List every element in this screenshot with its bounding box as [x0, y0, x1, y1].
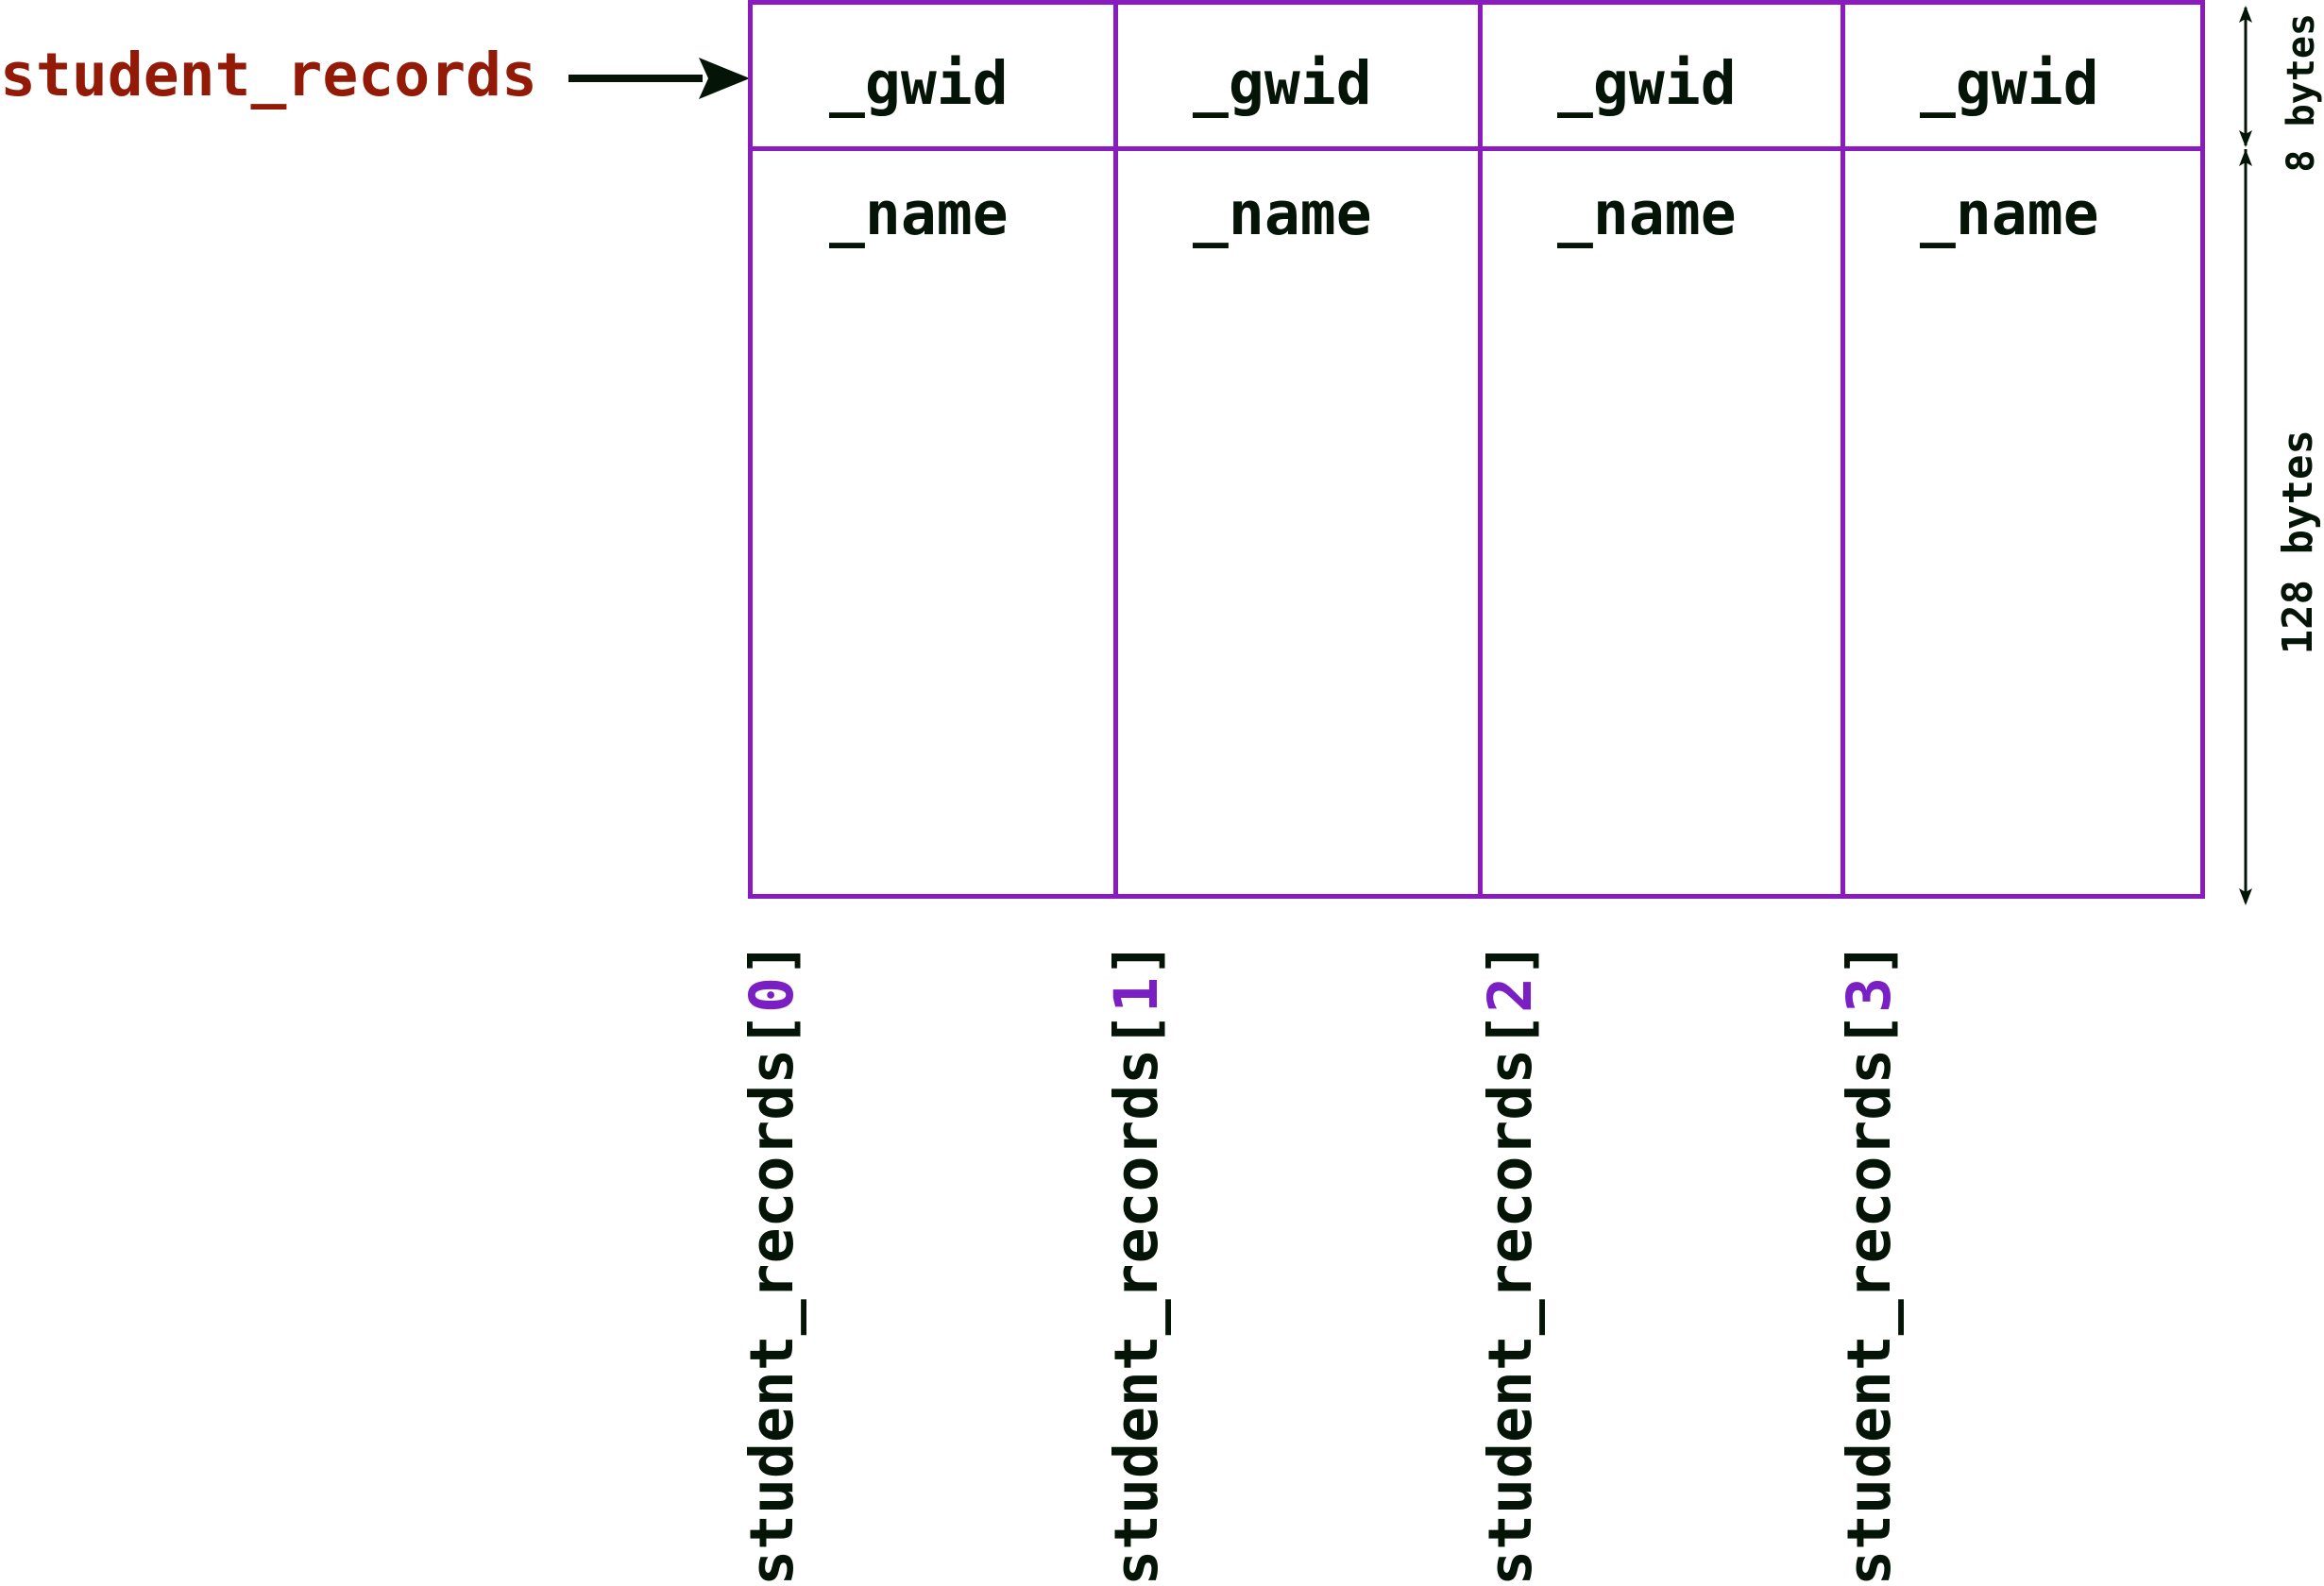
name-field: _name	[1920, 179, 2099, 248]
gwid-size-label: 8 bytes	[2280, 13, 2323, 173]
label-suffix: ]	[738, 941, 806, 977]
row-divider	[753, 146, 2200, 151]
label-index: 2	[1476, 976, 1545, 1013]
element-label-1: student_records[1]	[1102, 941, 1171, 1586]
label-suffix: ]	[1835, 941, 1904, 977]
label-prefix: student_records[	[1102, 1012, 1171, 1586]
gwid-field: _gwid	[829, 49, 1009, 118]
element-label-3: student_records[3]	[1835, 941, 1904, 1586]
struct-array-grid: _gwid _name _gwid _name _gwid _name _gwi…	[748, 0, 2205, 899]
column-divider	[1478, 5, 1483, 894]
label-index: 1	[1102, 976, 1171, 1013]
element-label-0: student_records[0]	[738, 941, 806, 1586]
gwid-field: _gwid	[1193, 49, 1372, 118]
name-size-label: 128 bytes	[2274, 430, 2322, 655]
pointer-arrow	[568, 58, 750, 99]
name-dimension-arrow	[2239, 149, 2252, 905]
pointer-label: student_records	[0, 41, 537, 110]
element-label-2: student_records[2]	[1476, 941, 1545, 1586]
name-field: _name	[829, 179, 1009, 248]
label-prefix: student_records[	[1835, 1012, 1904, 1586]
label-suffix: ]	[1476, 941, 1545, 977]
label-prefix: student_records[	[738, 1012, 806, 1586]
column-divider	[1841, 5, 1845, 894]
name-field: _name	[1557, 179, 1737, 248]
name-field: _name	[1193, 179, 1372, 248]
label-index: 0	[738, 976, 806, 1013]
gwid-dimension-arrow	[2239, 6, 2252, 147]
label-index: 3	[1835, 976, 1904, 1013]
label-suffix: ]	[1102, 941, 1171, 977]
column-divider	[1113, 5, 1118, 894]
gwid-field: _gwid	[1920, 49, 2099, 118]
gwid-field: _gwid	[1557, 49, 1737, 118]
label-prefix: student_records[	[1476, 1012, 1545, 1586]
